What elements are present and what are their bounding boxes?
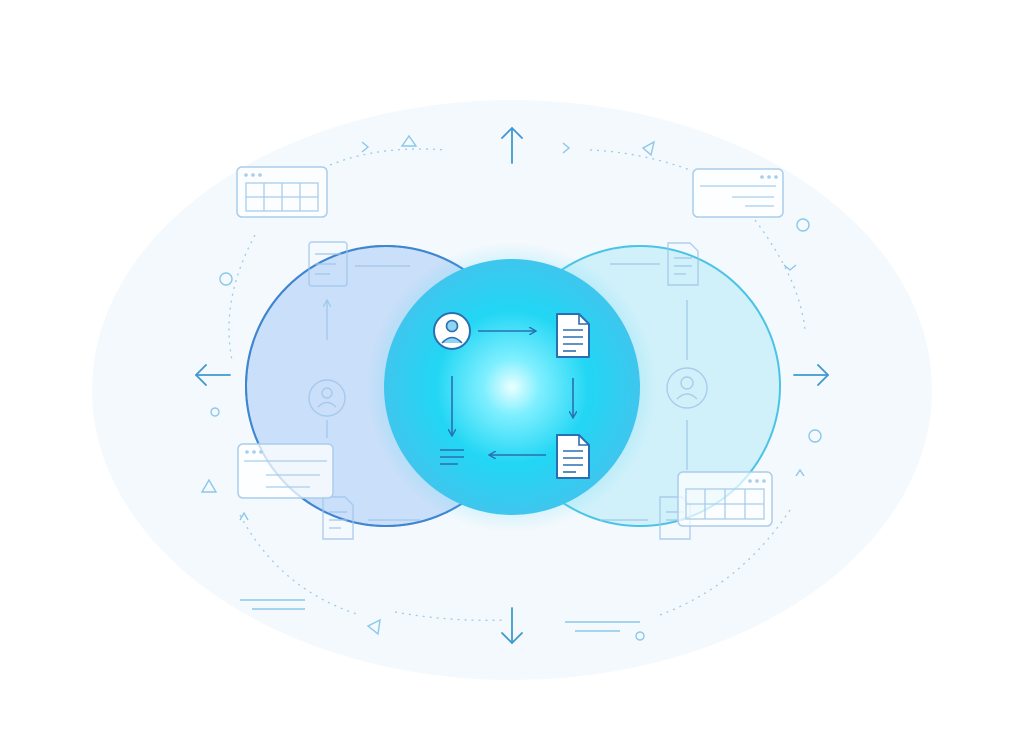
ring-marker bbox=[808, 429, 822, 443]
center-sphere bbox=[384, 259, 640, 515]
chevron-right-icon bbox=[562, 142, 571, 154]
window-panel-bottom-left bbox=[237, 443, 334, 499]
orbit-arc-top-right bbox=[589, 149, 691, 171]
triangle-icon bbox=[400, 134, 418, 147]
ring-marker bbox=[219, 272, 233, 286]
ring-marker bbox=[635, 631, 645, 641]
chevron-down-icon bbox=[783, 264, 797, 271]
faint-document-icon bbox=[667, 242, 699, 286]
document-icon bbox=[556, 313, 590, 358]
chevron-down-icon bbox=[795, 468, 805, 477]
triangle-icon bbox=[366, 618, 381, 636]
decor-lines bbox=[240, 599, 640, 632]
left-faint-network bbox=[308, 241, 420, 540]
triangle-icon bbox=[641, 140, 656, 157]
document-icon bbox=[556, 434, 590, 479]
flow-arrows bbox=[452, 331, 573, 455]
orbit-markers bbox=[200, 134, 822, 641]
triangle-icon bbox=[200, 478, 218, 493]
window-panel-table-top-left bbox=[236, 166, 328, 218]
faint-document-icon bbox=[322, 496, 354, 540]
center-workflow bbox=[433, 312, 590, 479]
user-circle-icon bbox=[433, 312, 471, 350]
window-panel-top-right bbox=[692, 168, 784, 218]
list-icon bbox=[440, 449, 464, 465]
faint-user-icon bbox=[666, 367, 708, 409]
direction-arrows bbox=[195, 127, 829, 644]
orbit-arc-bottom-left bbox=[239, 514, 361, 616]
ring-marker bbox=[796, 218, 810, 232]
orbit-arc-bottom-right bbox=[659, 509, 791, 616]
arrow-left-icon bbox=[195, 364, 231, 386]
orbit-arc-bottom-mid bbox=[394, 611, 506, 621]
faint-calendar-icon bbox=[308, 241, 348, 287]
arrow-up-icon bbox=[501, 127, 523, 164]
dashed-orbit bbox=[228, 148, 806, 621]
chevron-right-icon bbox=[361, 141, 370, 153]
chevron-up-icon bbox=[239, 511, 249, 521]
faint-user-icon bbox=[308, 379, 346, 417]
arrow-right-icon bbox=[793, 364, 829, 386]
arrow-down-icon bbox=[501, 607, 523, 644]
ring-marker bbox=[210, 407, 220, 417]
window-panel-table-bottom-right bbox=[677, 471, 773, 527]
